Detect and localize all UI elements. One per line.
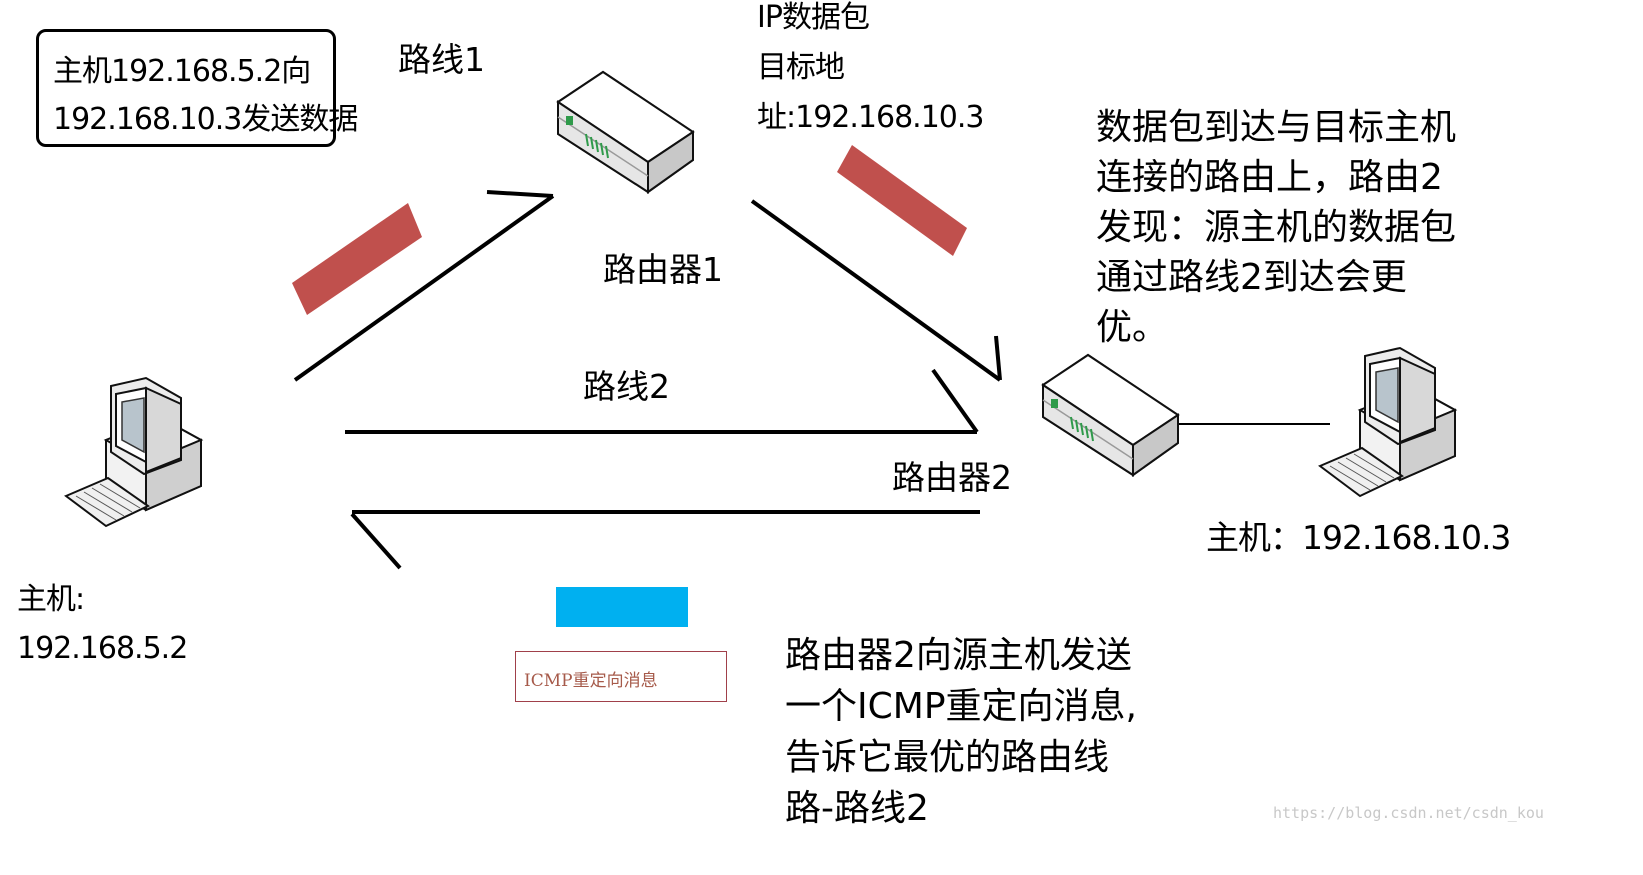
router1-icon: [556, 70, 695, 194]
icmp-redirect-legend-box: ICMP重定向消息: [515, 651, 727, 702]
redirect-note-line3: 告诉它最优的路由线: [785, 737, 1110, 778]
source-info-box: 主机192.168.5.2向 192.168.10.3发送数据: [36, 29, 358, 147]
source-host-label-line2: 192.168.5.2: [17, 631, 188, 666]
redirect-note-line1: 路由器2向源主机发送: [785, 635, 1132, 676]
router2-icon: [1041, 353, 1180, 477]
watermark-text: https://blog.csdn.net/csdn_kou: [1273, 804, 1544, 822]
route1-arrow-down: [750, 199, 1002, 382]
router2-note-line5: 优。: [1096, 307, 1169, 348]
icmp-redirect-packet: [556, 587, 688, 627]
router2-note-line1: 数据包到达与目标主机: [1096, 107, 1457, 148]
source-computer-icon: [64, 376, 204, 528]
route2-arrow-return: [350, 510, 980, 570]
redirect-note-line4: 路-路线2: [785, 788, 929, 829]
source-info-line2: 192.168.10.3发送数据: [53, 102, 358, 137]
router2-note-line2: 连接的路由上，路由2: [1096, 157, 1443, 198]
source-host-label-line1: 主机:: [17, 582, 85, 617]
route1-arrow-up: [293, 190, 555, 382]
ip-packet-route1-up: [292, 203, 422, 315]
route2-label: 路线2: [583, 367, 670, 406]
packet-note-line3: 址:192.168.10.3: [757, 100, 984, 135]
destination-host-label: 主机：192.168.10.3: [1206, 518, 1511, 557]
source-info-line1: 主机192.168.5.2向: [53, 54, 311, 89]
packet-note-line1: IP数据包: [757, 0, 870, 35]
router1-label: 路由器1: [603, 250, 723, 289]
ip-packet-route1-down: [837, 145, 967, 256]
redirect-note-line2: 一个ICMP重定向消息,: [785, 686, 1137, 727]
route1-label: 路线1: [398, 40, 485, 79]
packet-note-line2: 目标地: [757, 50, 845, 85]
router2-note-line4: 通过路线2到达会更: [1096, 257, 1407, 298]
icmp-redirect-legend-label: ICMP重定向消息: [524, 671, 658, 691]
destination-computer-icon: [1318, 346, 1458, 498]
router2-note-line3: 发现：源主机的数据包: [1096, 207, 1457, 248]
router2-label: 路由器2: [892, 458, 1012, 497]
route2-arrow-forward: [345, 368, 979, 434]
